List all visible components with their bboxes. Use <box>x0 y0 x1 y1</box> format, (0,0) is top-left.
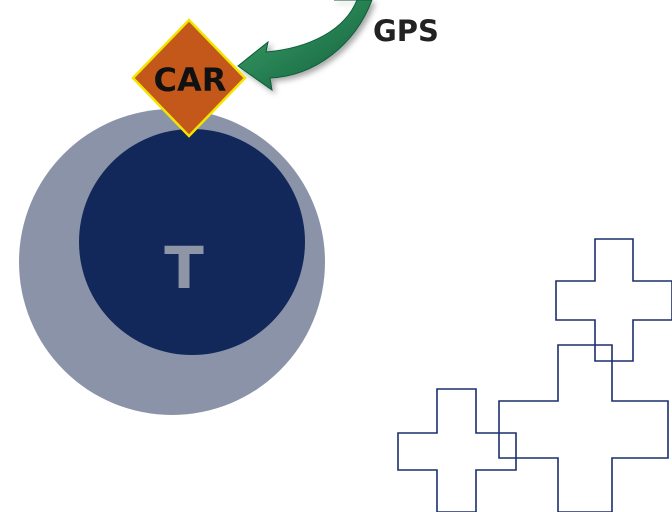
gps-label: GPS <box>373 14 439 48</box>
cross-shape-large <box>498 344 669 512</box>
target-label: T <box>164 234 204 302</box>
cross-shape-top-right <box>555 238 672 362</box>
car-label: CAR <box>154 61 227 99</box>
inner-circle <box>79 129 305 355</box>
cross-shape-left <box>397 388 517 512</box>
car-diamond <box>131 18 247 138</box>
gps-arrow <box>237 0 373 92</box>
